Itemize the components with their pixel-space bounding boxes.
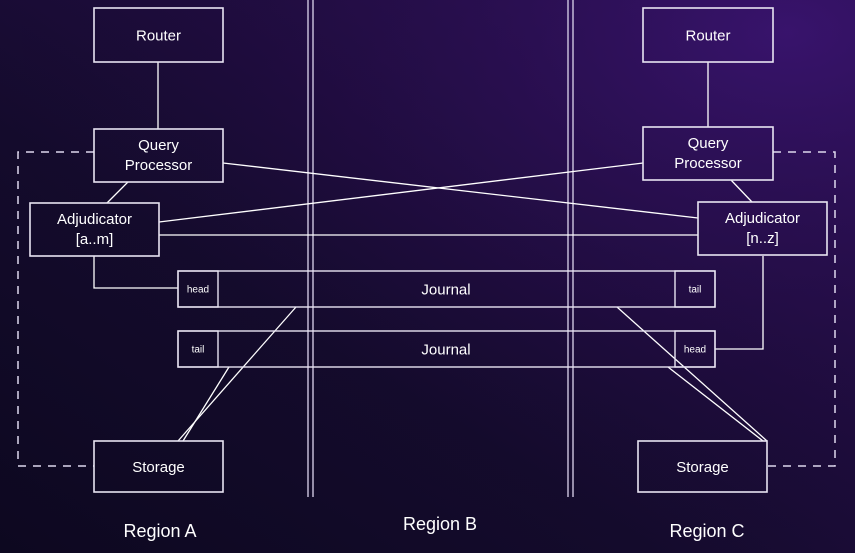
storage-a-box[interactable] [93, 440, 224, 493]
query-processor-c-label-line1: Query [688, 135, 729, 152]
boundary-region-c [767, 151, 836, 467]
journal-top[interactable]: head tail Journal [177, 270, 716, 308]
adjudicator-c-label-line1: Adjudicator [725, 210, 800, 227]
router-c-label: Router [685, 28, 730, 45]
region-label-b: Region B [403, 514, 477, 534]
region-boundaries [17, 151, 836, 467]
link-storage-a-to-journal-top [177, 306, 297, 442]
node-router-c[interactable]: Router [642, 7, 774, 63]
node-storage-c[interactable]: Storage [637, 440, 768, 493]
region-dividers [307, 0, 574, 497]
connectors [93, 62, 768, 442]
adjudicator-a-label-line1: Adjudicator [57, 211, 132, 228]
region-label-a: Region A [123, 521, 196, 541]
journal-top-tail-label: tail [689, 285, 702, 296]
node-query-processor-c[interactable]: Query Processor [642, 126, 774, 181]
storage-a-label: Storage [132, 459, 185, 476]
journal-bottom-head-cap [674, 330, 716, 368]
adjudicator-c-box[interactable] [697, 201, 828, 256]
link-storage-c-to-journal-top [616, 306, 768, 442]
region-label-c: Region C [669, 521, 744, 541]
journal-top-head-label: head [187, 285, 209, 296]
node-query-processor-a[interactable]: Query Processor [93, 128, 224, 183]
link-adj-a-to-journal-top-head [93, 256, 178, 289]
query-processor-c-label-line2: Processor [674, 155, 742, 172]
query-processor-a-label-line2: Processor [125, 157, 193, 174]
router-c-box[interactable] [642, 7, 774, 63]
link-storage-c-to-journal-bottom [667, 366, 764, 442]
journal-top-head-cap [177, 270, 219, 308]
journal-bottom-label: Journal [421, 342, 470, 359]
storage-c-label: Storage [676, 459, 729, 476]
region-labels: Region A Region B Region C [123, 514, 744, 541]
node-router-a[interactable]: Router [93, 7, 224, 63]
link-qp-c-to-adj-a [158, 162, 644, 223]
query-processor-c-box[interactable] [642, 126, 774, 181]
node-adjudicator-a[interactable]: Adjudicator [a..m] [29, 202, 160, 257]
journal-bottom-tail-label: tail [192, 345, 205, 356]
boundary-region-a [17, 151, 94, 467]
node-adjudicator-c[interactable]: Adjudicator [n..z] [697, 201, 828, 256]
adjudicator-a-box[interactable] [29, 202, 160, 257]
journal-bottom-tail-cap [177, 330, 219, 368]
journal-bottom-head-label: head [684, 345, 706, 356]
link-adj-c-to-journal-bottom-head [715, 256, 764, 350]
storage-c-box[interactable] [637, 440, 768, 493]
adjudicator-c-label-line2: [n..z] [746, 230, 779, 247]
journal-bottom[interactable]: tail head Journal [177, 330, 716, 368]
link-qp-a-to-adj-c [222, 162, 699, 219]
adjudicator-a-label-line2: [a..m] [76, 231, 114, 248]
link-qp-a-to-adj-a [106, 181, 129, 204]
journal-top-tail-cap [674, 270, 716, 308]
router-a-box[interactable] [93, 7, 224, 63]
journal-top-label: Journal [421, 282, 470, 299]
link-qp-c-to-adj-c [730, 179, 753, 203]
node-storage-a[interactable]: Storage [93, 440, 224, 493]
router-a-label: Router [136, 28, 181, 45]
query-processor-a-label-line1: Query [138, 137, 179, 154]
query-processor-a-box[interactable] [93, 128, 224, 183]
link-storage-a-to-journal-bottom [182, 366, 230, 442]
